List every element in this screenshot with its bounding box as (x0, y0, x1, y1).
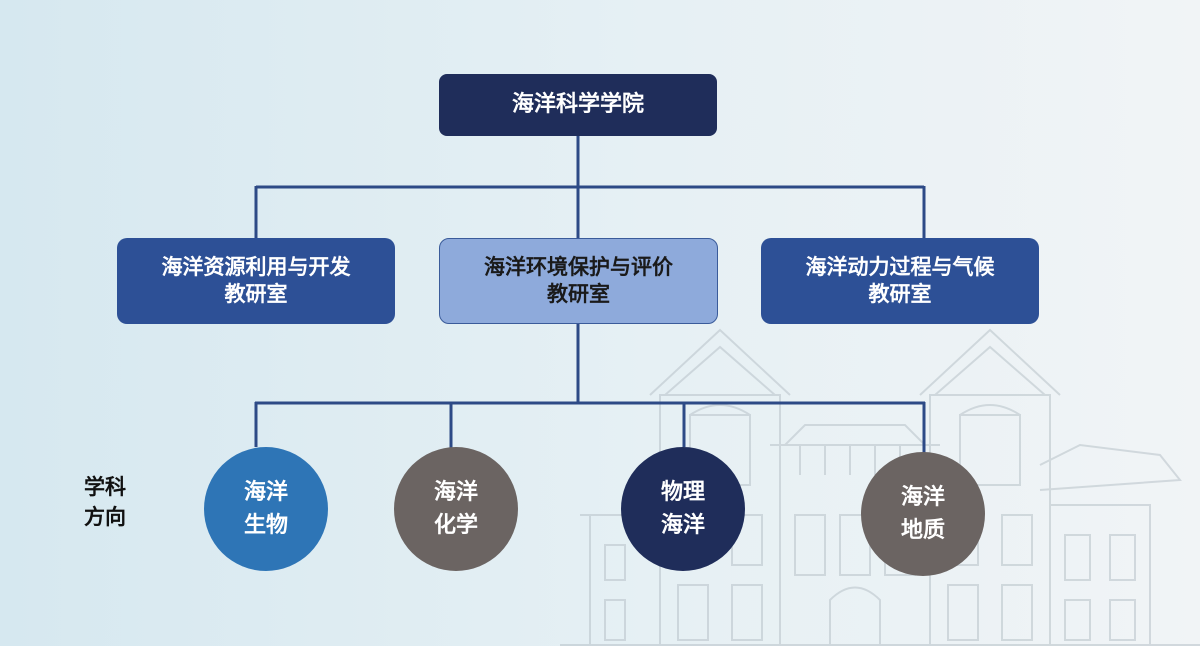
direction-label-line1: 海洋 (433, 480, 478, 505)
direction-label-line2: 地质 (900, 518, 945, 543)
root-node-school: 海洋科学学院 (439, 74, 717, 136)
direction-label-line1: 海洋 (900, 485, 945, 510)
direction-label-line1: 海洋 (243, 480, 288, 505)
department-node-environment: 海洋环境保护与评价 教研室 (439, 238, 718, 324)
direction-label-line1: 物理 (660, 480, 705, 505)
direction-node-marine-chemistry: 海洋 化学 (394, 447, 518, 571)
department-label-line1: 海洋动力过程与气候 (805, 254, 995, 279)
department-label-line1: 海洋环境保护与评价 (484, 254, 673, 279)
side-label-line1: 学科 (84, 475, 126, 499)
direction-node-marine-geology: 海洋 地质 (861, 452, 985, 576)
background-building-illustration (560, 328, 1200, 646)
direction-label-line2: 化学 (433, 513, 478, 538)
side-label-line2: 方向 (84, 505, 126, 530)
department-label-line1: 海洋资源利用与开发 (161, 254, 351, 279)
department-label-line2: 教研室 (547, 282, 610, 306)
direction-node-marine-biology: 海洋 生物 (204, 447, 328, 571)
root-node-label: 海洋科学学院 (511, 91, 644, 117)
department-node-resources: 海洋资源利用与开发 教研室 (117, 238, 395, 324)
direction-label-line2: 生物 (243, 513, 288, 538)
department-label-line2: 教研室 (224, 282, 288, 306)
direction-label-line2: 海洋 (660, 513, 705, 538)
direction-node-physical-oceanography: 物理 海洋 (621, 447, 745, 571)
discipline-direction-label: 学科 方向 (84, 472, 126, 533)
department-node-dynamics: 海洋动力过程与气候 教研室 (761, 238, 1039, 324)
department-label-line2: 教研室 (868, 282, 932, 306)
